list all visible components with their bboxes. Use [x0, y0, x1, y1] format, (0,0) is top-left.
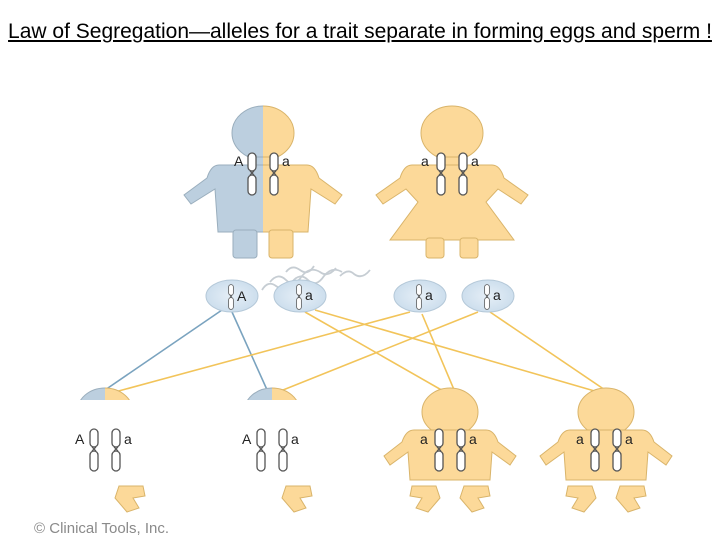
- line-gamete3-child3: [421, 313, 456, 393]
- gamete-A: A: [205, 279, 259, 313]
- line-gamete2-child3: [304, 311, 446, 393]
- mother-figure: a a: [375, 105, 529, 259]
- child-allele-left: A: [75, 431, 85, 447]
- child-2: A a: [242, 387, 313, 513]
- child-allele-right: a: [625, 431, 633, 447]
- child-4: a a: [539, 387, 673, 513]
- inheritance-lines: [104, 309, 609, 393]
- child-allele-right: a: [291, 431, 299, 447]
- mother-allele-left: a: [421, 153, 429, 169]
- copyright-text: Clinical Tools, Inc.: [49, 520, 170, 537]
- mother-allele-right: a: [471, 153, 479, 169]
- child-3: a a: [383, 387, 517, 513]
- line-gamete3-child1: [114, 311, 411, 393]
- gamete-a-father: a: [273, 279, 327, 313]
- gamete-a-mother-2: a: [461, 279, 515, 313]
- father-figure: A a: [183, 105, 343, 259]
- copyright-notice: © Clinical Tools, Inc.: [34, 520, 169, 537]
- gamete-allele: a: [493, 287, 501, 303]
- gamete-allele: a: [305, 287, 313, 303]
- child-allele-right: a: [124, 431, 132, 447]
- child-1: A a: [75, 387, 146, 513]
- line-gamete1-child1: [104, 309, 223, 391]
- gamete-allele: a: [425, 287, 433, 303]
- line-gamete4-child2: [277, 311, 479, 393]
- child-allele-right: a: [469, 431, 477, 447]
- sperm-tails: [261, 265, 371, 291]
- child-allele-left: A: [242, 431, 252, 447]
- line-gamete2-child4: [314, 309, 599, 393]
- child-allele-left: a: [420, 431, 428, 447]
- page-title: Law of Segregation—alleles for a trait s…: [8, 20, 712, 43]
- copyright-symbol: ©: [34, 520, 46, 537]
- father-allele-left: A: [234, 153, 244, 169]
- line-gamete4-child4: [489, 311, 609, 393]
- father-allele-right: a: [282, 153, 290, 169]
- gamete-allele: A: [237, 288, 247, 304]
- line-gamete1-child2: [231, 311, 269, 393]
- child-allele-left: a: [576, 431, 584, 447]
- gamete-a-mother-1: a: [393, 279, 447, 313]
